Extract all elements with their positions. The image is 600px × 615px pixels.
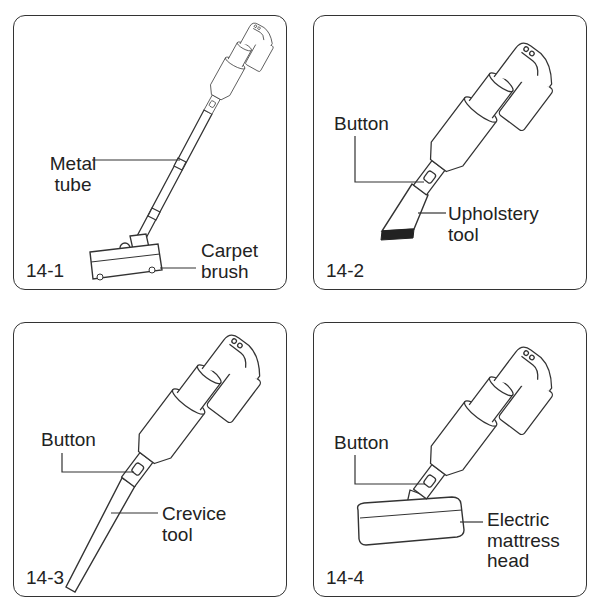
part-label: Button: [334, 114, 414, 135]
figure-number: 14-2: [326, 261, 386, 282]
figure-number: 14-1: [26, 261, 86, 282]
figure-panel: ButtonUpholstery tool 14-2: [313, 15, 587, 290]
part-label: Button: [41, 430, 121, 451]
figure-panel: ButtonCrevice tool 14-3: [13, 322, 287, 597]
figure-number: 14-4: [326, 568, 386, 589]
part-label: Electric mattress head: [487, 510, 587, 572]
figure-panel: Metal tubeCarpet brush 14-1: [13, 15, 287, 290]
leader-lines: [62, 453, 158, 513]
part-label: Crevice tool: [162, 504, 242, 545]
leader-lines: [355, 455, 483, 522]
figure-number: 14-3: [26, 568, 86, 589]
part-label: Carpet brush: [201, 241, 276, 282]
leader-lines: [355, 136, 446, 213]
handheld-with-crevice-tool: [66, 325, 275, 592]
leader-lines: [92, 160, 196, 268]
part-label: Button: [334, 433, 414, 454]
part-label: Upholstery tool: [448, 204, 558, 245]
part-label: Metal tube: [42, 154, 104, 195]
figure-panel: ButtonElectric mattress head 14-4: [313, 322, 587, 597]
